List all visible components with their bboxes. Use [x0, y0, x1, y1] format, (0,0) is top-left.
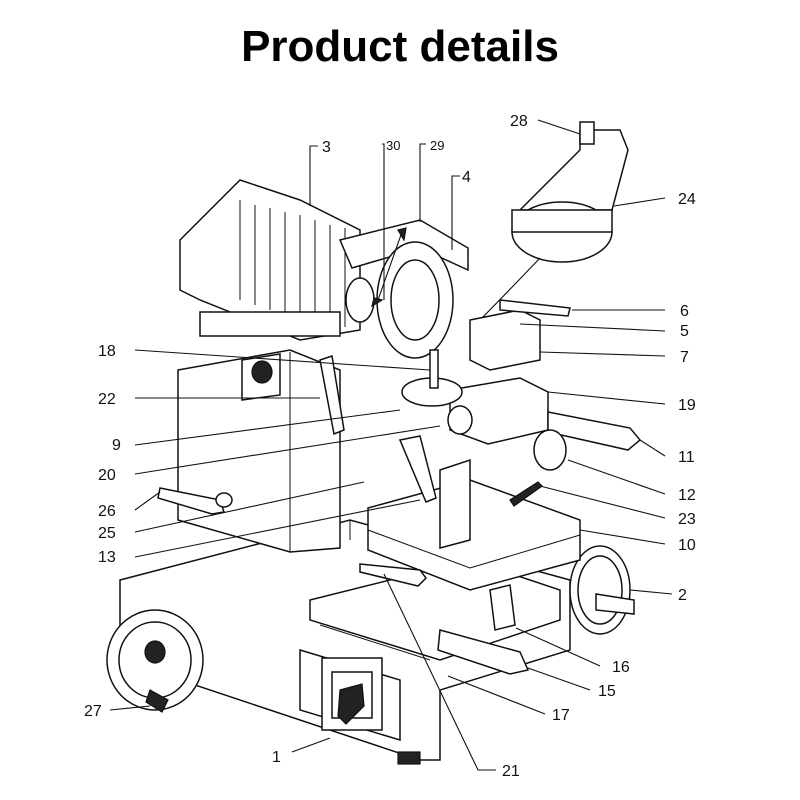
callout-24: 24: [678, 191, 696, 208]
callout-29: 29: [430, 138, 444, 153]
callout-17: 17: [552, 707, 570, 724]
callout-15: 15: [598, 683, 616, 700]
callout-labels: 1 2 3 4 5 6 7 9 10 11 12 13 15 16 17 18 …: [84, 113, 696, 780]
callout-9: 9: [112, 437, 121, 454]
callout-12: 12: [678, 487, 696, 504]
page-title: Product details: [241, 22, 559, 71]
callout-22: 22: [98, 391, 116, 408]
callout-4: 4: [462, 169, 471, 186]
rotary-switch: [321, 657, 383, 731]
callout-21: 21: [502, 763, 520, 780]
callout-23: 23: [678, 511, 696, 528]
lamp: [469, 121, 629, 331]
callout-1: 1: [272, 749, 281, 766]
callout-7: 7: [680, 349, 689, 366]
grinding-wheel: [338, 219, 469, 359]
machine-illustration: [106, 121, 642, 765]
handwheel-27: [106, 609, 204, 713]
callout-30: 30: [386, 138, 400, 153]
callout-26: 26: [98, 503, 116, 520]
callout-27: 27: [84, 703, 102, 720]
callout-20: 20: [98, 467, 116, 484]
callout-10: 10: [678, 537, 696, 554]
callout-11: 11: [678, 449, 695, 466]
callout-25: 25: [98, 525, 116, 542]
callout-13: 13: [98, 549, 116, 566]
callout-16: 16: [612, 659, 630, 676]
callout-6: 6: [680, 303, 689, 320]
callout-3: 3: [322, 139, 331, 156]
leader-lines: [109, 119, 673, 771]
callout-2: 2: [678, 587, 687, 604]
callout-5: 5: [680, 323, 689, 340]
callout-28: 28: [510, 113, 528, 130]
callout-19: 19: [678, 397, 696, 414]
tool-holder: [447, 299, 642, 471]
motor: [179, 179, 361, 341]
callout-18: 18: [98, 343, 116, 360]
